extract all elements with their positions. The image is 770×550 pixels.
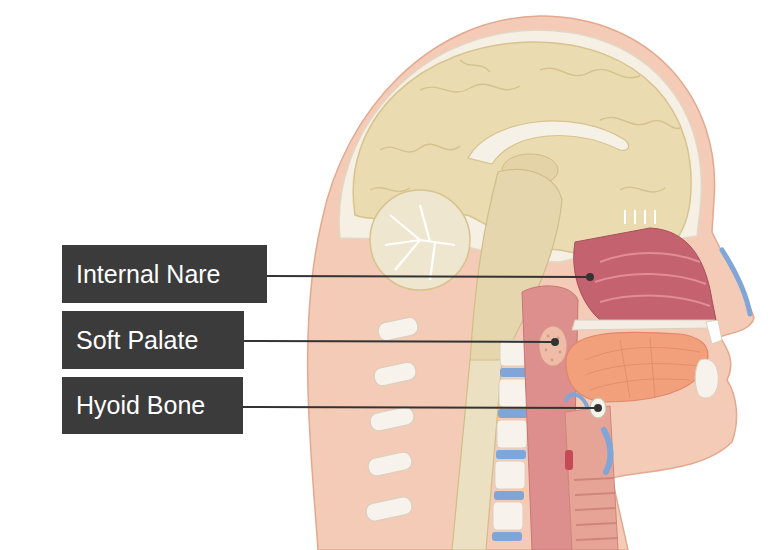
leader-dots [551, 273, 602, 412]
texture-dot [547, 335, 550, 338]
label-text: Internal Nare [76, 260, 221, 289]
spinous-process [373, 361, 418, 387]
epiglottis [566, 394, 588, 408]
label-text: Soft Palate [76, 326, 198, 355]
texture-dot [545, 349, 548, 352]
arbor-branch [395, 240, 420, 270]
gyrus-line [420, 84, 520, 92]
gyrus-line [620, 187, 665, 192]
leader-dot [551, 338, 559, 346]
spinous-processes [365, 316, 420, 523]
vocal-fold [565, 450, 573, 470]
vertebral-body [497, 420, 527, 448]
spinous-process [365, 495, 414, 522]
tracheal-ring [576, 523, 617, 525]
vertebral-column [492, 340, 530, 541]
leader-line [243, 407, 596, 408]
thyroid-cartilage [604, 430, 610, 472]
arbor-branch [385, 240, 420, 245]
spinous-process [377, 316, 420, 342]
label-text: Hyoid Bone [76, 391, 205, 420]
nasal-conchae [595, 253, 710, 306]
intervertebral-disc [492, 532, 522, 541]
hard-palate [572, 320, 715, 330]
muscle-fiber [620, 340, 630, 398]
leader-line [244, 341, 553, 342]
spinous-process [369, 406, 416, 433]
arbor-branch [430, 243, 435, 280]
tongue [566, 332, 708, 402]
arbor-branch [390, 215, 455, 245]
leader-lines [243, 276, 596, 408]
muscle-fiber [585, 364, 698, 375]
intervertebral-disc [496, 450, 526, 459]
nasal-cavity [574, 228, 716, 320]
vertebral-body [499, 379, 529, 407]
olfactory-fiber [634, 210, 636, 224]
leader-dot [586, 273, 594, 281]
tracheal-ring [575, 493, 615, 495]
gyrus-line [540, 68, 640, 78]
gyrus-line [600, 117, 680, 128]
tracheal-ring [574, 478, 614, 480]
vertebral-body [493, 502, 523, 530]
intervertebral-disc [494, 491, 524, 500]
skin-outline [308, 16, 754, 550]
cerebellum [370, 190, 470, 290]
leader-dot [594, 404, 602, 412]
soft-palate [539, 326, 567, 366]
tracheal-ring [576, 538, 618, 540]
soft-palate-texture [545, 335, 562, 362]
muscle-fiber [650, 338, 655, 398]
vertebral-body [495, 461, 525, 489]
gyrus-line [370, 188, 410, 192]
tracheal-rings [574, 478, 618, 540]
label-box: Internal Nare [62, 245, 267, 303]
upper-tooth [706, 320, 722, 344]
muscle-fiber [585, 347, 700, 360]
olfactory-fiber [644, 210, 646, 224]
tongue-fibers [585, 338, 700, 398]
nasal-cartilage [722, 250, 750, 314]
texture-dot [559, 351, 562, 354]
arbor-vitae [385, 205, 455, 280]
label-box: Soft Palate [62, 311, 244, 369]
mandible [695, 359, 718, 398]
spinous-process [367, 451, 414, 478]
concha [600, 253, 700, 262]
larynx-trachea [565, 406, 618, 550]
muscle-fiber [590, 379, 690, 390]
tracheal-ring [575, 508, 616, 510]
label-box: Hyoid Bone [62, 377, 243, 434]
leader-line [267, 276, 588, 277]
intervertebral-disc [498, 409, 528, 418]
olfactory-nerves [625, 210, 655, 224]
gyrus-line [380, 144, 460, 152]
gyrus-line [460, 60, 490, 72]
arbor-branch [420, 205, 430, 242]
concha [595, 274, 706, 284]
concha [600, 296, 710, 306]
olfactory-fiber [624, 210, 626, 224]
olfactory-fiber [654, 210, 656, 224]
texture-dot [551, 359, 554, 362]
